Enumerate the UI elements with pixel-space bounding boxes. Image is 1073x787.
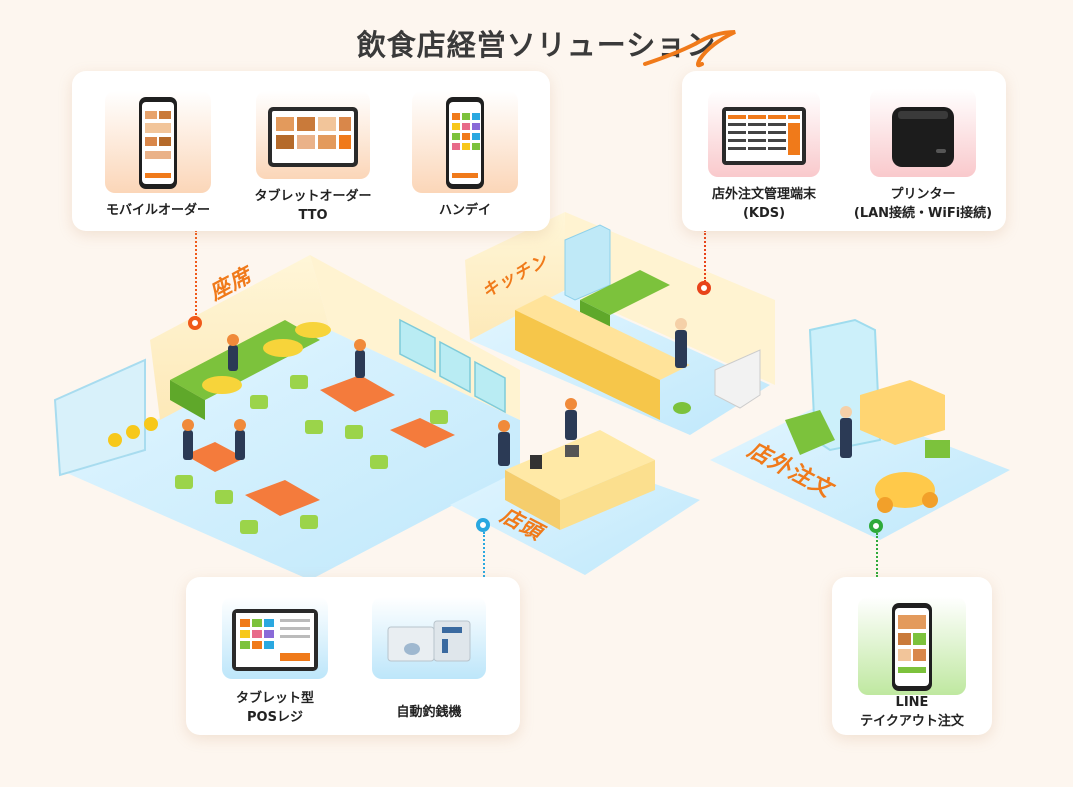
label-tablet-order: タブレットオーダー TTO (254, 189, 372, 223)
label-kds: 店外注文管理端末 (KDS) (711, 187, 816, 221)
handy-terminal-icon (412, 91, 518, 193)
pin-storefront (476, 518, 490, 532)
card-kitchen-solutions: 店外注文管理端末 (KDS) プリンター (LAN接続・WiFi接続) (682, 71, 1006, 231)
label-printer: プリンター (LAN接続・WiFi接続) (853, 187, 993, 221)
card-seats-solutions: モバイルオーダー タブレットオーダー TTO ハンデイ (72, 71, 550, 231)
seating-area (53, 255, 520, 580)
pos-tablet-icon (222, 597, 328, 679)
pin-kitchen (697, 281, 711, 295)
label-handy: ハンデイ (438, 203, 491, 218)
label-cash-changer: 自動釣銭機 (396, 705, 462, 720)
tablet-order-icon (256, 91, 370, 179)
line-takeout-icon (858, 597, 966, 695)
smartphone-order-icon (105, 91, 211, 193)
label-line-takeout: LINE テイクアウト注文 (860, 695, 964, 729)
cash-changer-icon (372, 597, 486, 679)
connector-storefront (483, 532, 485, 580)
connector-outside-order (876, 533, 878, 577)
kds-monitor-icon (708, 91, 820, 177)
label-mobile-order: モバイルオーダー (105, 203, 210, 218)
title-swoosh-decoration (643, 30, 736, 68)
outside-order-area (710, 318, 1010, 540)
page-title: 飲食店経営ソリューション (356, 28, 717, 62)
pin-seats (188, 316, 202, 330)
card-outside-order-solutions: LINE テイクアウト注文 (832, 577, 992, 735)
label-pos-register: タブレット型 POSレジ (235, 691, 314, 725)
card-storefront-solutions: タブレット型 POSレジ 自動釣銭機 (186, 577, 520, 735)
printer-icon (870, 89, 976, 177)
connector-seats (195, 230, 197, 318)
connector-kitchen (704, 230, 706, 282)
kitchen-area (465, 212, 775, 435)
storefront-area (450, 398, 700, 575)
pin-outside-order (869, 519, 883, 533)
